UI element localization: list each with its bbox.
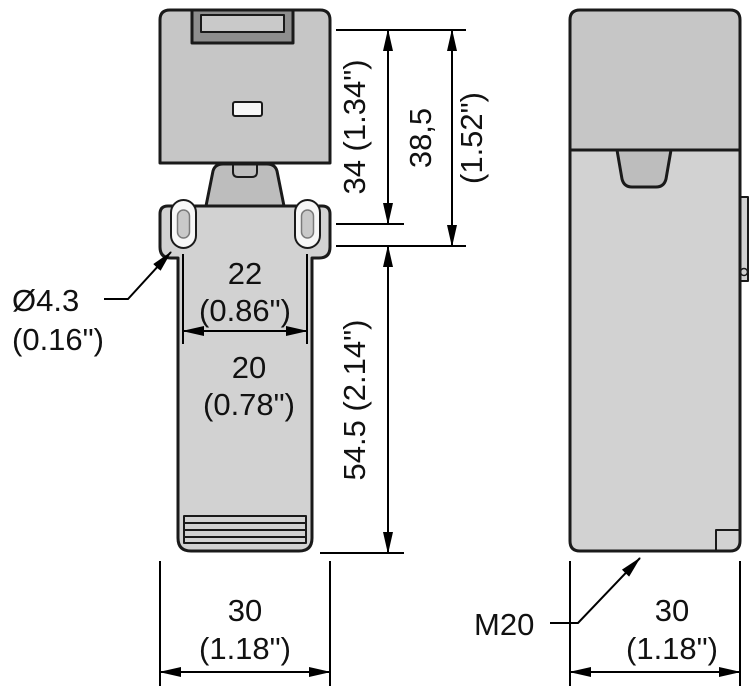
dim-label-34: 34 (1.34") [337, 59, 372, 194]
dim-label-54-5: 54.5 (2.14") [337, 320, 372, 481]
front-view [158, 8, 332, 553]
dim-label-30-front-in: (1.18") [199, 631, 291, 666]
plunger-dome [204, 162, 286, 208]
front-view-dimensions: 34 (1.34") 38,5 (1.52") 54.5 (2.14") 22 … [12, 29, 489, 686]
hole-dia-leader [104, 251, 172, 300]
side-head [568, 8, 742, 152]
indicator-window [232, 101, 263, 117]
dim-label-30-front-mm: 30 [228, 593, 262, 628]
hole-dia-label-in: (0.16") [12, 322, 104, 357]
dim-label-20-in: (0.78") [203, 387, 295, 422]
terminal-cover-ribs [183, 515, 307, 544]
side-plunger-dome [615, 148, 673, 189]
dim-label-30-side-in: (1.18") [626, 631, 718, 666]
actuator-slot-inner [200, 14, 285, 33]
side-body [568, 148, 742, 553]
front-head [158, 8, 332, 165]
dim-label-38-5-in: (1.52") [454, 92, 489, 184]
side-corner-step [715, 529, 740, 551]
dim-label-30-side-mm: 30 [655, 593, 689, 628]
conduit-thread-label: M20 [474, 607, 534, 642]
dim-label-22-mm: 22 [228, 256, 262, 291]
dim-label-20-mm: 20 [232, 350, 266, 385]
plunger-notch [232, 164, 258, 178]
front-body [158, 204, 332, 553]
side-view [568, 8, 749, 553]
side-view-dimensions: 30 (1.18") M20 [474, 557, 741, 686]
dim-label-22-in: (0.86") [199, 293, 291, 328]
dim-label-38-5-mm: 38,5 [403, 108, 438, 168]
mounting-slot-left-inner [176, 209, 191, 239]
mounting-slot-right-inner [300, 209, 315, 239]
hole-dia-label-mm: Ø4.3 [12, 283, 79, 318]
conduit-thread-leader [550, 557, 641, 624]
